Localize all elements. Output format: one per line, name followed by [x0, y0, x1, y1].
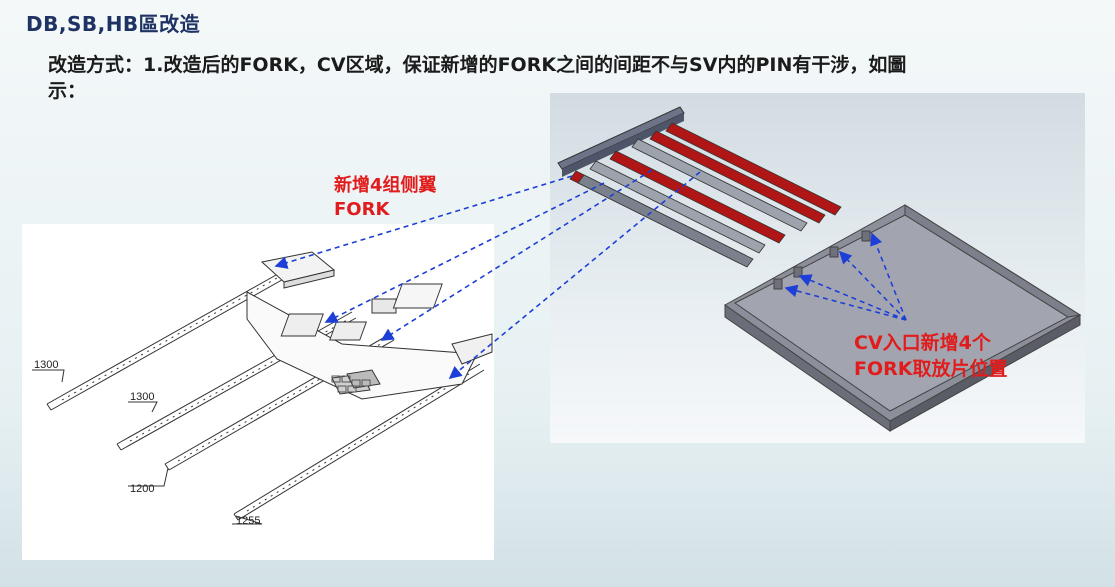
arrow-fork-4: [448, 171, 701, 380]
fork-annotation-line1: 新增4组侧翼: [334, 175, 437, 196]
cv-annotation: CV入口新增4个 FORK取放片位置: [854, 330, 1008, 382]
dim-label-3: 1200: [130, 483, 154, 495]
fork-annotation-line2: FORK: [334, 199, 390, 220]
arrow-fork-3: [380, 169, 653, 341]
arrow-cv-2: [798, 274, 907, 321]
render-drawing: [557, 106, 1082, 432]
dim-label-1: 1300: [34, 359, 58, 371]
cv-tray: [724, 204, 1082, 432]
cv-annotation-line1: CV入口新增4个: [854, 332, 991, 354]
slide-subtitle: 改造方式：1.改造后的FORK，CV区域，保证新增的FORK之间的间距不与SV内…: [48, 54, 907, 102]
fork-annotation: 新增4组侧翼 FORK: [334, 174, 437, 222]
dim-label-2: 1300: [130, 391, 154, 403]
arrow-fork-1: [274, 175, 573, 269]
arrow-cv-3: [838, 250, 907, 321]
cv-annotation-line2: FORK取放片位置: [854, 358, 1008, 380]
arrow-fork-2: [324, 182, 605, 323]
render-panel: [550, 93, 1085, 443]
slide-title: DB,SB,HB區改造: [26, 12, 201, 36]
arrow-cv-4: [870, 232, 907, 321]
dim-label-4: 1255: [236, 515, 260, 527]
arrow-cv-1: [784, 284, 907, 321]
